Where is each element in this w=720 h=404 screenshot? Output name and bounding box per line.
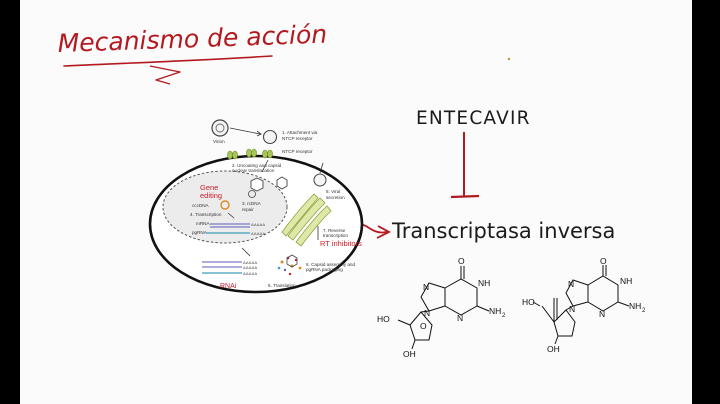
step1-label: 1. Attachment via [282,130,318,135]
left-n1: N [423,282,429,292]
pgrna-label: pgRNA [192,230,208,235]
transcription-arrow [227,212,235,219]
step3-label-b: repair [242,207,254,212]
step5-label: 5. Translation [268,283,296,288]
uncoating-arrow [261,159,269,173]
endoplasmic-reticulum [281,193,332,247]
step8-label: 8. Viral [326,189,340,194]
left-o-keto: O [458,256,465,266]
nucleus [162,170,288,244]
handwritten-title: Mecanismo de acción [57,20,327,58]
title-underline-zigzag [149,65,181,85]
step2-label: 2. Uncoating and capsid [232,163,282,168]
step3-label: 3. rcDNA [242,201,262,206]
right-ho: HO [522,297,535,307]
capsid-icon-cytoplasm [276,176,288,190]
virion-label: Virion [213,139,225,144]
stray-mark [507,57,511,61]
cccdna-label: cccDNA [192,203,210,208]
whiteboard-drawing: Mecanismo de acción ENTECAVIR Transcript… [57,20,646,359]
new-capsid-icon [286,254,298,268]
virion-icon [211,119,229,137]
title-underline [63,55,273,67]
step8-label-b: secretion [326,195,345,200]
right-oh: OH [547,344,560,354]
left-nh: NH [478,278,490,288]
right-o-keto: O [600,256,607,266]
inhibition-bar [450,194,480,199]
attached-virion-icon [262,129,278,145]
nucleoside-structure-left [397,266,490,350]
right-nh: NH [620,276,632,286]
ntcp-label: NTCP receptor [282,149,313,154]
mrna-label: mRNA [196,221,210,226]
step6-label: 6. Capsid assembly and [306,262,355,267]
right-nh2-sub: 2 [642,308,646,314]
polya-3: AAAAA [243,260,257,265]
gene-editing-label-b: editing [200,191,222,200]
left-oh: OH [403,349,416,359]
step6-label-b: pgRNA packaging [306,267,343,272]
drug-name: ENTECAVIR [416,108,531,129]
virion-arrow [229,127,261,135]
cccdna-icon [220,200,230,210]
step4-label: 4. Transcription [190,212,222,217]
red-arrowhead [376,225,391,239]
left-n3: N [424,308,430,318]
whiteboard-canvas: Mecanismo de acción ENTECAVIR Transcript… [20,0,692,404]
step7-label-b: transcription [323,233,348,238]
rnai-label: RNAi [220,283,237,290]
polya-1: AAAAA [251,222,265,227]
step2-label-b: nuclear translocation [232,168,275,173]
virion-arrowhead [256,130,262,137]
secretion-arrow [319,162,324,174]
left-ho: HO [377,314,390,324]
left-n2: N [457,313,463,323]
gene-editing-label: Gene [200,183,218,192]
right-n1: N [568,279,574,289]
ntcp-receptors [227,148,273,160]
capsid-icon [250,177,264,192]
left-o-ring: O [420,321,427,331]
virion-core-icon [215,123,225,133]
step1-label-b: NTCP receptor [282,136,313,141]
polya-5: AAAAA [243,271,257,276]
right-n3: N [569,304,575,314]
polya-4: AAAAA [243,265,257,270]
left-nh2: NH [489,306,501,316]
step7-label: 7. Reverse [323,228,346,233]
polya-2: AAAAA [251,231,265,236]
hbv-lifecycle-diagram: Virion 1. Attachment via NTCP receptor N… [148,119,364,294]
rcdna-icon [248,190,256,198]
entecavir-structure-right [532,265,630,345]
rt-inhibitors-label: RT inhibitors [320,239,362,248]
secreted-virion-icon [313,173,327,187]
target-enzyme: Transcriptasa inversa [391,219,615,243]
right-n2: N [599,309,605,319]
left-nh2-sub: 2 [502,313,506,319]
export-arrow [241,247,251,257]
right-nh2: NH [629,301,641,311]
